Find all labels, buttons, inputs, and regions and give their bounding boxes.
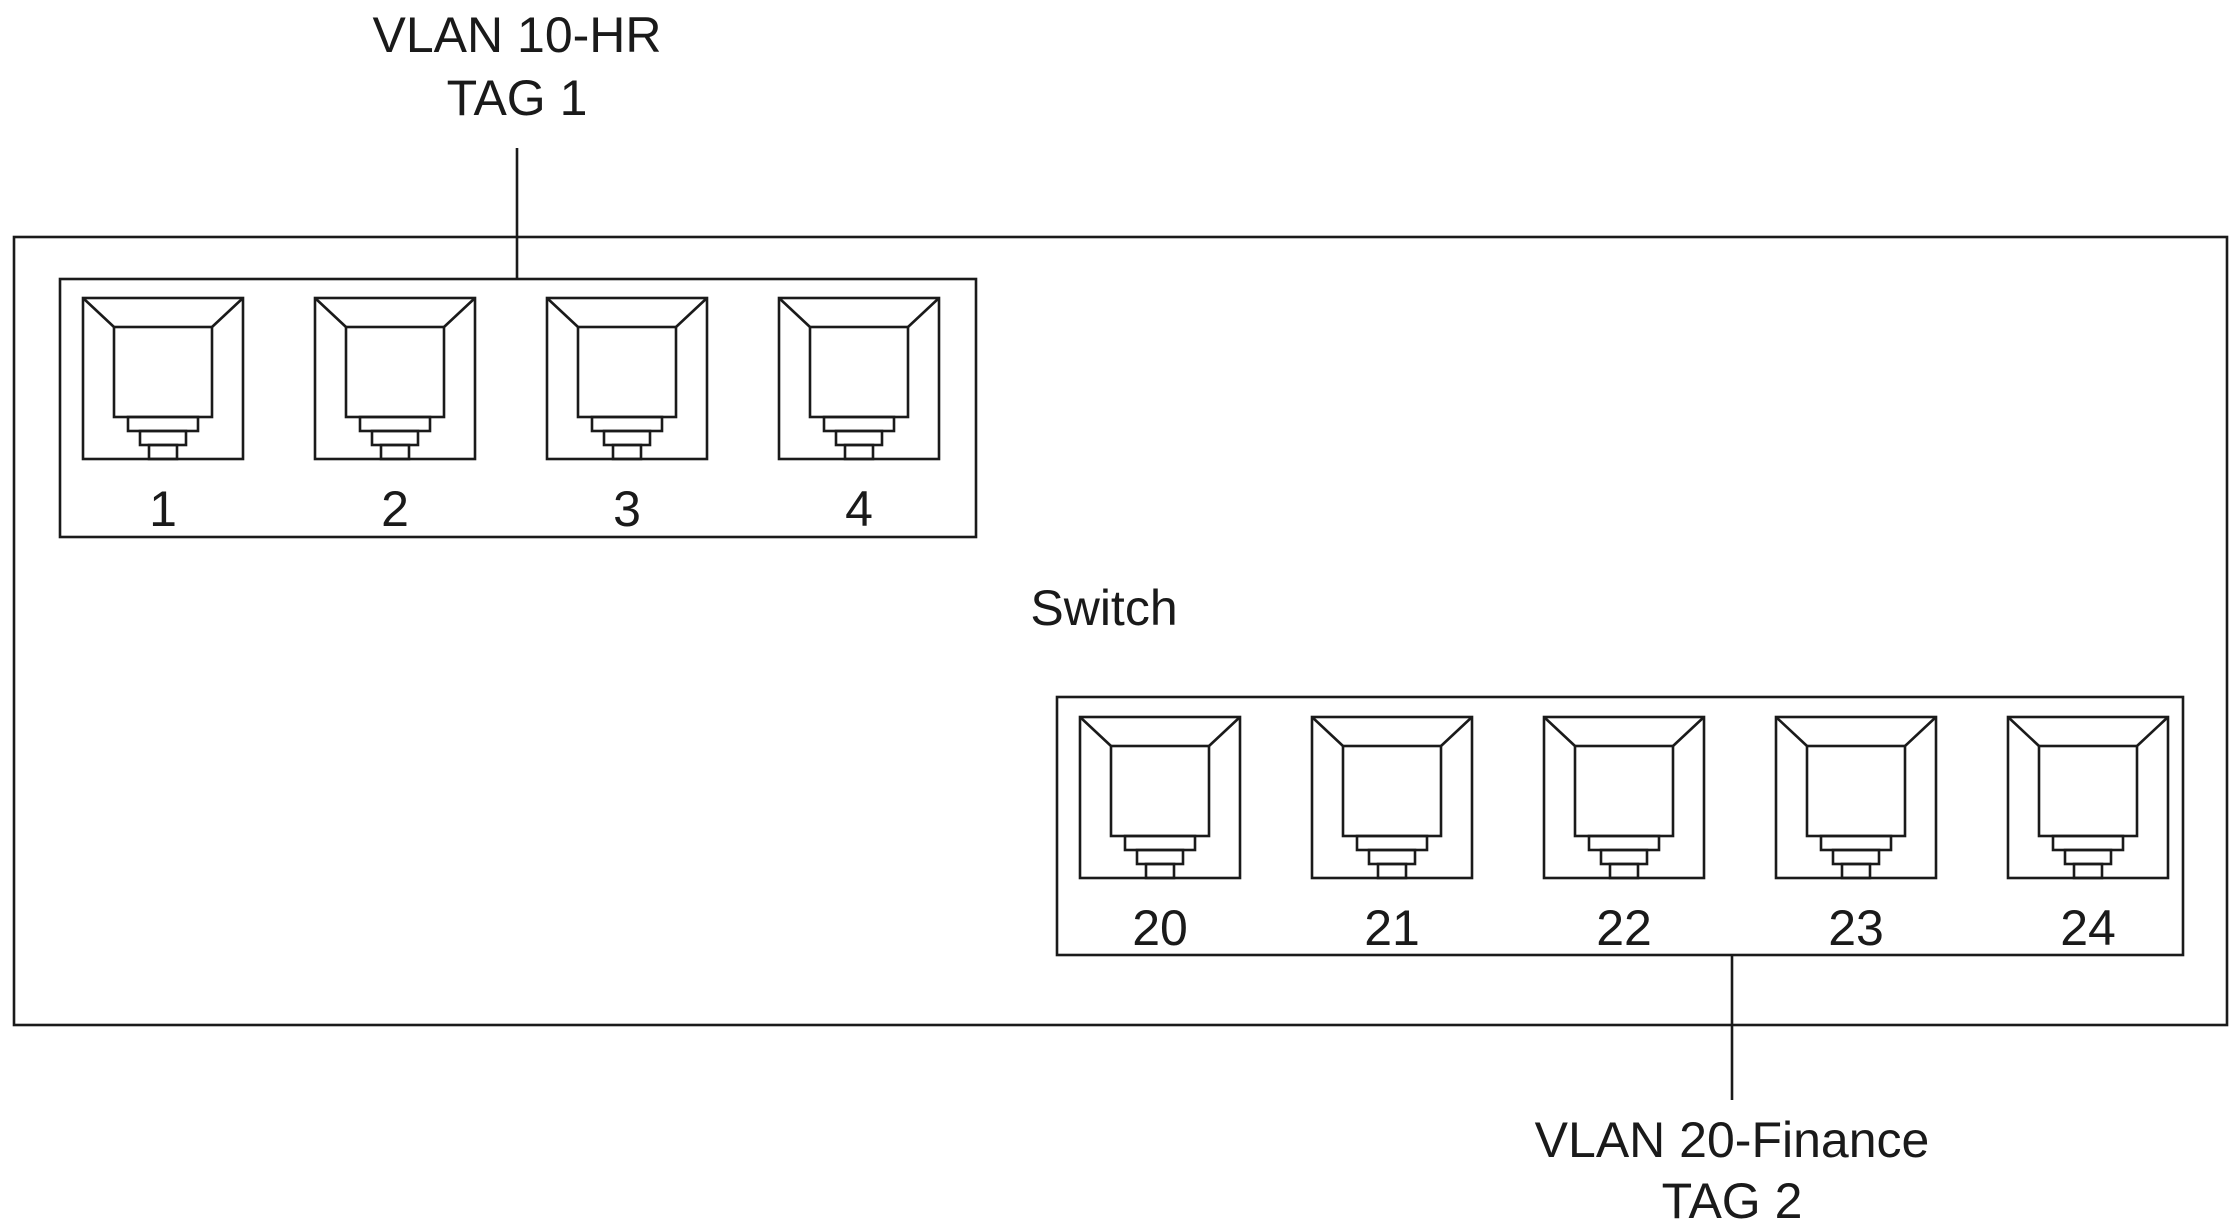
ethernet-port-icon: [545, 296, 709, 461]
ethernet-port-icon: [1542, 715, 1706, 880]
switch-label: Switch: [1030, 580, 1177, 636]
port-number-label: 3: [613, 481, 641, 537]
vlan-name-finance: VLAN 20-Finance: [1535, 1112, 1930, 1168]
port-number-label: 24: [2060, 900, 2116, 956]
ethernet-port-icon: [1078, 715, 1242, 880]
vlan-group-finance: VLAN 20-Finance TAG 2 20 21 22 23 24: [1055, 695, 2185, 1229]
port-23: 23: [1774, 715, 1938, 956]
port-number-label: 23: [1828, 900, 1884, 956]
vlan-group-box-hr: [58, 277, 978, 539]
vlan-group-box-finance: [1055, 695, 2185, 957]
port-20: 20: [1078, 715, 1242, 956]
port-number-label: 21: [1364, 900, 1420, 956]
ethernet-port-icon: [81, 296, 245, 461]
port-number-label: 4: [845, 481, 873, 537]
port-row-finance: 20 21 22 23 24: [1078, 715, 2170, 956]
port-3: 3: [545, 296, 709, 537]
ethernet-port-icon: [777, 296, 941, 461]
vlan-group-hr: VLAN 10-HR TAG 1 1 2 3 4: [58, 7, 978, 539]
port-number-label: 1: [149, 481, 177, 537]
port-2: 2: [313, 296, 477, 537]
port-number-label: 2: [381, 481, 409, 537]
port-row-hr: 1 2 3 4: [81, 296, 941, 537]
port-21: 21: [1310, 715, 1474, 956]
ethernet-port-icon: [1310, 715, 1474, 880]
port-22: 22: [1542, 715, 1706, 956]
port-1: 1: [81, 296, 245, 537]
port-4: 4: [777, 296, 941, 537]
vlan-name-hr: VLAN 10-HR: [373, 7, 662, 63]
port-number-label: 22: [1596, 900, 1652, 956]
port-number-label: 20: [1132, 900, 1188, 956]
port-24: 24: [2006, 715, 2170, 956]
ethernet-port-icon: [313, 296, 477, 461]
vlan-tag-finance: TAG 2: [1662, 1173, 1803, 1229]
ethernet-port-icon: [2006, 715, 2170, 880]
switch-chassis: [12, 235, 2229, 1027]
vlan-tag-hr: TAG 1: [447, 70, 588, 126]
ethernet-port-icon: [1774, 715, 1938, 880]
